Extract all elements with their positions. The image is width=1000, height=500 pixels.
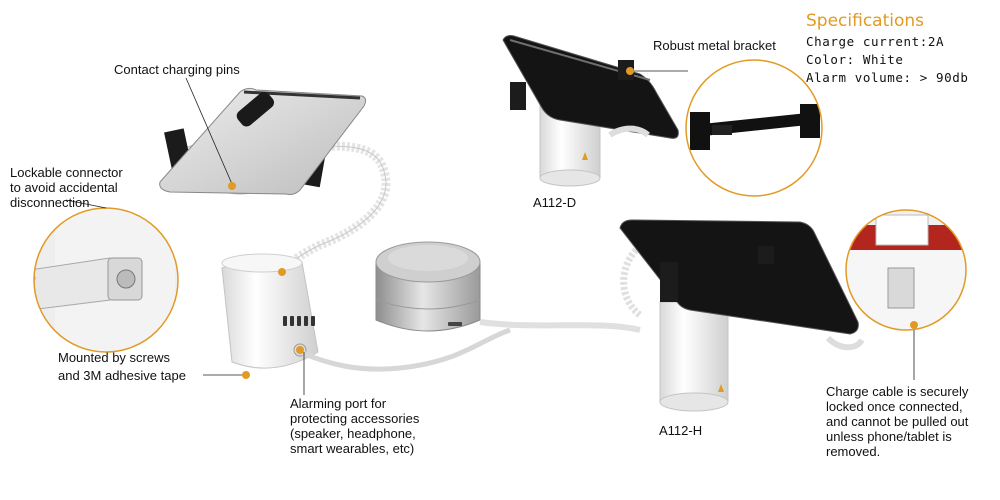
spec-charge-current: Charge current:2A [806, 34, 945, 49]
a112-d-stand-illustration [502, 35, 679, 187]
callout-robust-metal-bracket: Robust metal bracket [653, 38, 776, 53]
callout-mounted-by-screws: Mounted by screws and 3M adhesive tape [58, 350, 186, 383]
detail-circle-bracket [685, 59, 823, 197]
detail-circle-connector [33, 207, 179, 353]
model-label-a112-h: A112-H [659, 423, 703, 438]
callout-contact-charging-pins: Contact charging pins [114, 62, 240, 77]
callout-charge-cable: Charge cable is securely locked once con… [826, 384, 969, 459]
callout-alarming-port: Alarming port for protecting accessories… [290, 396, 420, 456]
callout-lockable-connector: Lockable connector to avoid accidental d… [10, 165, 123, 210]
main-stand-illustration [159, 87, 391, 369]
model-label-a112-d: A112-D [533, 195, 577, 210]
callout-dots [228, 67, 918, 379]
vent-slots [283, 316, 315, 326]
spec-color: Color: White [806, 52, 904, 67]
detail-circle-cable-lock [845, 209, 967, 331]
phone-on-main-stand [159, 87, 367, 195]
bluetooth-speaker-illustration [299, 241, 641, 372]
a112-h-stand-illustration [619, 219, 865, 412]
leader-lines [65, 70, 915, 395]
specifications-title: Specifications [806, 11, 925, 31]
spec-alarm-volume: Alarm volume: > 90db [806, 70, 969, 85]
